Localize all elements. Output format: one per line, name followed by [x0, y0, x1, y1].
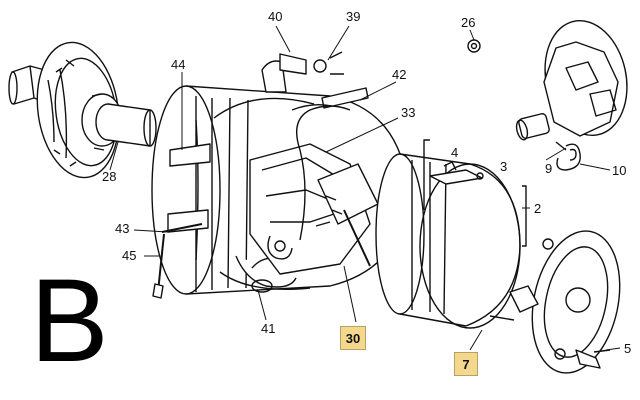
callout-4: 4: [451, 145, 459, 160]
callout-44: 44: [171, 57, 186, 72]
cover-band: [375, 139, 527, 329]
highlighted-callout-7: 7: [454, 352, 478, 376]
callout-3: 3: [500, 159, 508, 174]
right-end-plate: [489, 230, 621, 374]
left-end-plate-with-shaft: [8, 41, 157, 179]
callout-9: 9: [545, 161, 553, 176]
main-yoke-housing: [151, 51, 409, 295]
callout-2: 2: [534, 201, 542, 216]
callout-40: 40: [268, 9, 283, 24]
callout-5: 5: [624, 341, 632, 356]
callout-45: 45: [122, 248, 137, 263]
leader-lines: [109, 25, 621, 351]
callout-43: 43: [115, 221, 130, 236]
callout-26: 26: [461, 15, 476, 30]
fastener-bolts: [152, 223, 203, 299]
brush-holder-assembly: [467, 19, 628, 171]
field-coil-and-brushgear: [249, 103, 379, 275]
callout-28: 28: [102, 169, 117, 184]
panel-label: B: [30, 255, 109, 387]
callout-33: 33: [401, 105, 416, 120]
callout-41: 41: [261, 321, 276, 336]
callout-10: 10: [612, 163, 627, 178]
highlighted-callout-30: 30: [340, 326, 366, 350]
callout-39: 39: [346, 9, 361, 24]
callout-42: 42: [392, 67, 407, 82]
